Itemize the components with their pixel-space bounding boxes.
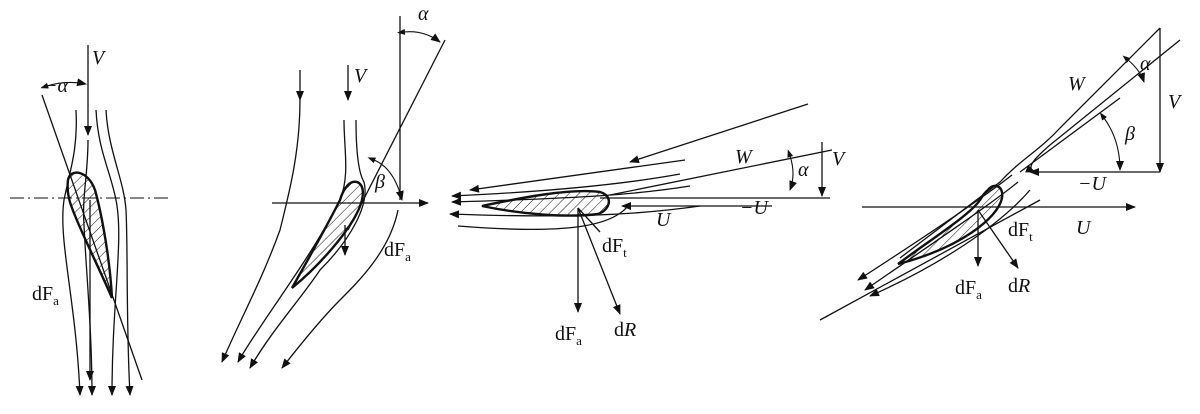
panel3-streamline — [457, 205, 629, 231]
panel1-V-label: V — [92, 47, 107, 69]
panel4-relative-wind-arrow — [1025, 39, 1181, 173]
panel-4-diagram: W α β V −U U dFt dFa dR — [819, 27, 1183, 321]
panel3-dFt-label: dFt — [602, 235, 627, 260]
panel2-dFa-label: dFa — [384, 239, 411, 264]
panel1-alpha-arc — [40, 78, 87, 89]
panel4-dR-arrow — [977, 209, 1019, 269]
panel3-negU-label: −U — [740, 197, 769, 219]
panel3-dFt-leader — [577, 207, 601, 233]
panel2-streamline — [281, 209, 399, 369]
panel3-W-label: W — [735, 146, 754, 168]
panel4-W-label: W — [1068, 73, 1087, 95]
panel3-streamline — [629, 103, 809, 164]
panel3-alpha-arc — [787, 149, 797, 191]
panel4-negU-label: −U — [1078, 173, 1107, 195]
panel4-dR-label: dR — [1008, 275, 1030, 297]
panel4-chord-line — [1019, 97, 1121, 173]
panel-1-diagram: V −α dFa — [10, 45, 170, 396]
panel3-streamline — [451, 173, 681, 200]
panel3-streamline — [469, 159, 686, 193]
panel4-alpha-arc — [1122, 55, 1145, 83]
panel1-dFa-label: dFa — [32, 283, 59, 308]
panel3-dR-label: dR — [614, 319, 636, 341]
panel-3-diagram: W α V −U U dFt dFa dR — [449, 103, 847, 348]
panel4-alpha-label: α — [1140, 53, 1151, 75]
panel4-beta-arc — [1099, 112, 1124, 171]
panel4-lower-streamline — [819, 199, 1041, 321]
panel1-streamline — [62, 109, 84, 396]
panel3-dFa-label: dFa — [555, 323, 582, 348]
panel4-V-label: V — [1168, 91, 1183, 113]
panel2-V-label: V — [354, 65, 369, 87]
panel2-streamline — [249, 119, 366, 369]
panel4-streamline — [869, 189, 1031, 297]
panel3-dR-arrow — [577, 207, 621, 315]
panel4-streamline — [857, 174, 1013, 281]
panel4-dFt-label: dFt — [1008, 219, 1033, 244]
panel4-airfoil — [897, 184, 1004, 266]
panel2-airfoil — [290, 180, 365, 289]
panel-2-diagram: V α β dFa — [221, 3, 446, 369]
panel1-streamline — [95, 109, 120, 396]
panel3-V-label: V — [832, 148, 847, 170]
panel4-U-label: U — [1076, 217, 1092, 239]
panel2-streamline — [221, 99, 301, 363]
panel4-dFa-label: dFa — [955, 277, 982, 302]
panel3-airfoil — [481, 189, 610, 217]
panel2-beta-arc — [367, 157, 404, 201]
panel1-streamline — [105, 109, 134, 396]
panel4-beta-label: β — [1124, 123, 1135, 145]
panel1-neg-alpha-label: −α — [44, 75, 68, 97]
panel2-beta-label: β — [374, 171, 385, 193]
panel2-alpha-label: α — [418, 3, 429, 25]
panel4-streamtube-upper — [899, 27, 1161, 259]
panel3-U-label: U — [656, 209, 672, 231]
panel2-alpha-arc — [397, 28, 441, 43]
panel3-alpha-label: α — [798, 159, 809, 181]
